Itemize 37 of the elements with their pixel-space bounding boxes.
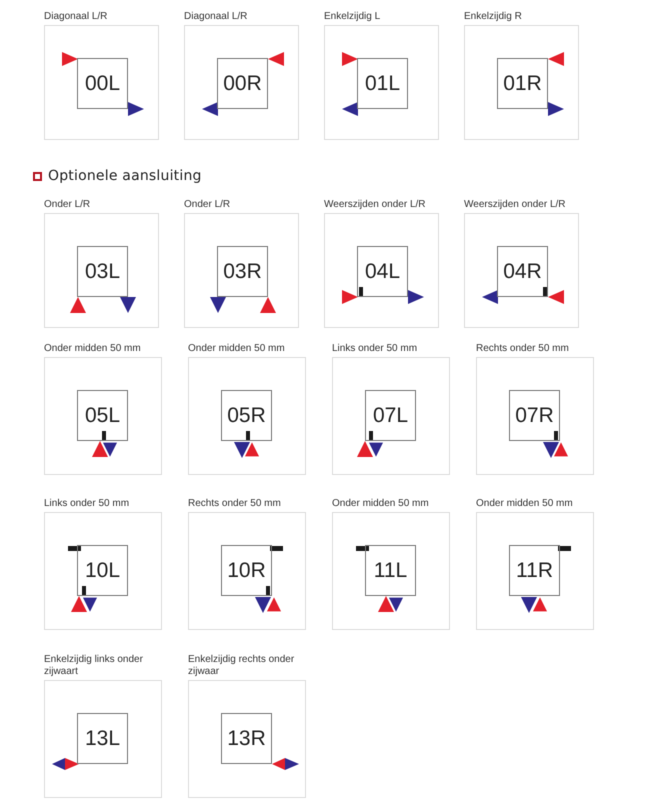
radiator-box: 13L (77, 713, 128, 764)
radiator-box: 04R (497, 246, 548, 297)
card-caption: Weerszijden onder L/R (464, 198, 567, 211)
card-caption: Enkelzijdig R (464, 10, 523, 23)
card-caption: Onder L/R (44, 198, 92, 211)
card-caption: Onder midden 50 mm (44, 342, 142, 355)
card-caption: Onder L/R (184, 198, 232, 211)
radiator-box: 03L (77, 246, 128, 297)
radiator-box: 00L (77, 58, 128, 109)
radiator-box: 05L (77, 390, 128, 441)
card-caption: Enkelzijdig links onder zijwaart (44, 653, 144, 678)
radiator-box: 10L (77, 545, 128, 596)
card-caption: Links onder 50 mm (44, 497, 130, 510)
radiator-box: 11L (365, 545, 416, 596)
card-caption: Enkelzijdig rechts onder zijwaar (188, 653, 296, 678)
card-caption: Onder midden 50 mm (476, 497, 574, 510)
radiator-box: 13R (221, 713, 272, 764)
card-caption: Diagonaal L/R (44, 10, 108, 23)
radiator-box: 10R (221, 545, 272, 596)
radiator-box: 07L (365, 390, 416, 441)
section-heading: Optionele aansluiting (48, 167, 202, 186)
radiator-box: 04L (357, 246, 408, 297)
card-caption: Rechts onder 50 mm (188, 497, 282, 510)
card-caption: Onder midden 50 mm (332, 497, 430, 510)
card-caption: Onder midden 50 mm (188, 342, 286, 355)
card-caption: Links onder 50 mm (332, 342, 418, 355)
card-caption: Rechts onder 50 mm (476, 342, 570, 355)
card-caption: Weerszijden onder L/R (324, 198, 427, 211)
radiator-box: 01L (357, 58, 408, 109)
radiator-box: 11R (509, 545, 560, 596)
radiator-box: 01R (497, 58, 548, 109)
radiator-box: 05R (221, 390, 272, 441)
radiator-box: 00R (217, 58, 268, 109)
card-caption: Enkelzijdig L (324, 10, 382, 23)
card-caption: Diagonaal L/R (184, 10, 248, 23)
radiator-box: 07R (509, 390, 560, 441)
radiator-box: 03R (217, 246, 268, 297)
